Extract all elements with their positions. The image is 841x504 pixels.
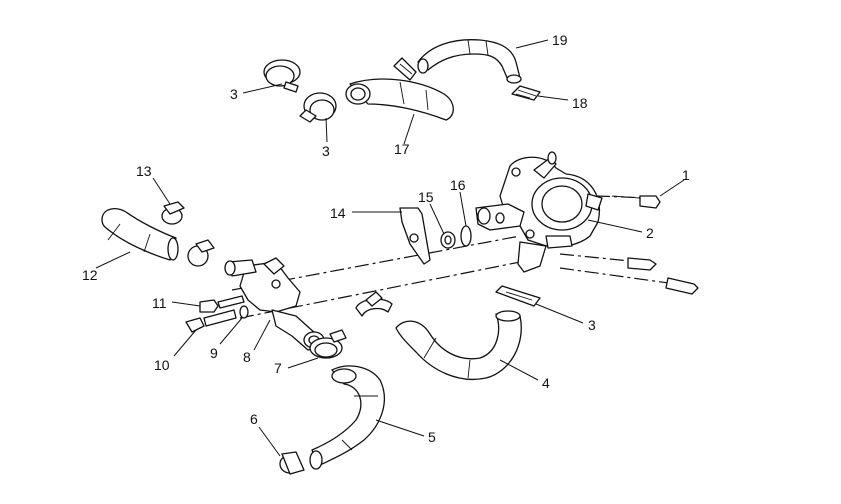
hose-4 xyxy=(395,310,522,380)
hose-17 xyxy=(345,78,454,121)
callout-labels: 1 2 3 3 3 4 5 6 7 8 9 10 11 12 13 14 15 … xyxy=(82,32,690,445)
callout-9: 9 xyxy=(210,345,218,361)
callout-3-right: 3 xyxy=(588,317,596,333)
clamp-3-upper-a xyxy=(263,59,301,93)
callout-6: 6 xyxy=(250,411,258,427)
callout-12: 12 xyxy=(82,267,98,283)
callout-15: 15 xyxy=(418,189,434,205)
valve-body-8 xyxy=(224,257,325,351)
bolt-10 xyxy=(185,309,237,333)
callout-13: 13 xyxy=(136,163,152,179)
callout-5: 5 xyxy=(428,429,436,445)
callout-7: 7 xyxy=(274,360,282,376)
clamp-left xyxy=(187,239,215,267)
bolt-1-upper xyxy=(611,195,661,209)
assembly-axis-lines xyxy=(231,195,677,319)
bolt-1-middle xyxy=(627,257,657,271)
clamp-mid xyxy=(355,291,393,317)
hose-19 xyxy=(417,39,522,84)
callout-1: 1 xyxy=(682,167,690,183)
hose-12 xyxy=(101,208,179,261)
clamp-6 xyxy=(279,451,305,475)
clamp-3-upper-b xyxy=(299,92,337,123)
washer-9 xyxy=(239,305,249,319)
callout-17: 17 xyxy=(394,141,410,157)
callout-11: 11 xyxy=(152,295,167,311)
callout-14: 14 xyxy=(330,205,346,221)
bolt-11 xyxy=(199,295,245,313)
callout-2: 2 xyxy=(646,225,654,241)
callout-18: 18 xyxy=(572,95,588,111)
grommet-15 xyxy=(440,231,456,249)
oring-16 xyxy=(460,225,472,247)
clamp-13 xyxy=(161,201,185,225)
bracket-14 xyxy=(399,207,431,265)
callout-16: 16 xyxy=(450,177,466,193)
callout-3-upper-center: 3 xyxy=(322,143,330,159)
leader-lines xyxy=(95,39,685,457)
callout-19: 19 xyxy=(552,32,568,48)
hose-5 xyxy=(309,365,385,470)
callout-3-upper-left: 3 xyxy=(230,86,238,102)
callout-4: 4 xyxy=(542,375,550,391)
clamp-7 xyxy=(309,329,347,359)
clip-3-right xyxy=(495,285,541,307)
thermostat-housing-2 xyxy=(475,151,603,273)
callout-10: 10 xyxy=(154,357,170,373)
hose-clip-upper xyxy=(393,57,417,81)
clip-18 xyxy=(511,85,541,101)
bolt-1-lower xyxy=(665,277,699,295)
callout-8: 8 xyxy=(243,349,251,365)
